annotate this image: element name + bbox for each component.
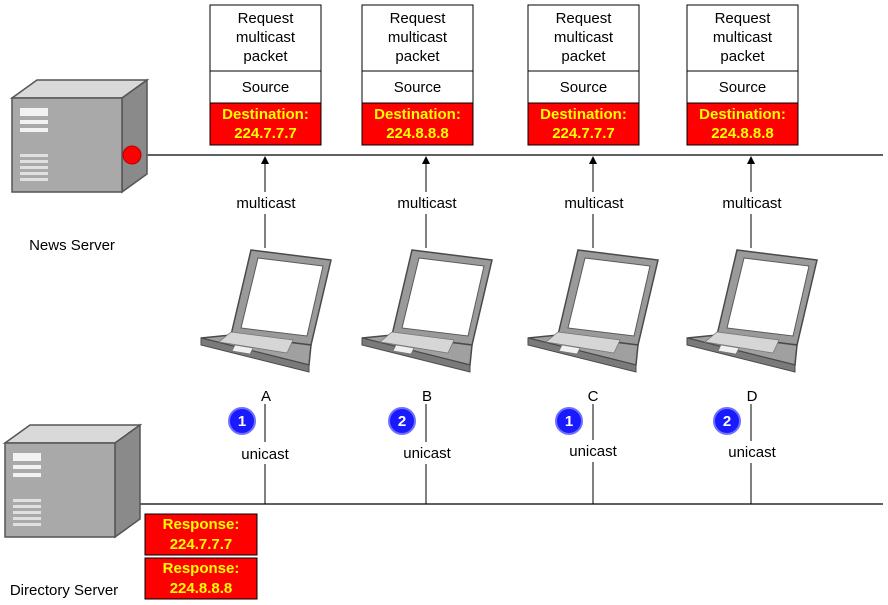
packet-d: Request multicast packet Source Destinat… [686,4,799,146]
laptop-b-icon [361,249,493,373]
packet-line1: Request [715,10,772,27]
packet-destination-label: Destination: [699,106,786,123]
packet-c: Request multicast packet Source Destinat… [527,4,640,146]
step-badge-c: 1 [555,407,583,435]
step-number: 2 [723,413,731,430]
response-box-2: Response: 224.8.8.8 [144,557,258,600]
packet-destination-label: Destination: [222,106,309,123]
laptop-d-icon [686,249,818,373]
multicast-label-d: multicast [722,195,782,212]
client-label-d: D [747,388,758,405]
packet-b: Request multicast packet Source Destinat… [361,4,474,146]
packet-source: Source [242,79,290,96]
multicast-label-a: multicast [236,195,296,212]
packet-line3: packet [243,48,288,65]
packet-line3: packet [395,48,440,65]
packet-line2: multicast [388,29,448,46]
step-badge-a: 1 [228,407,256,435]
step-number: 1 [565,413,573,430]
step-number: 2 [398,413,406,430]
response-box-1: Response: 224.7.7.7 [144,513,258,556]
news-server-icon [11,79,148,193]
response-label: Response: [163,516,240,533]
response-ip: 224.7.7.7 [170,536,233,553]
multicast-label-c: multicast [564,195,624,212]
news-server-interface-dot [122,145,142,165]
step-badge-d: 2 [713,407,741,435]
packet-destination-label: Destination: [374,106,461,123]
step-badge-b: 2 [388,407,416,435]
packet-source: Source [394,79,442,96]
packet-source: Source [560,79,608,96]
packet-destination-ip: 224.8.8.8 [386,125,449,142]
laptop-a-icon [200,249,332,373]
news-server-label: News Server [29,237,115,254]
packet-destination-ip: 224.8.8.8 [711,125,774,142]
packet-line1: Request [390,10,447,27]
packet-destination-label: Destination: [540,106,627,123]
packet-line3: packet [720,48,765,65]
client-label-a: A [261,388,271,405]
packet-line3: packet [561,48,606,65]
packet-line1: Request [238,10,295,27]
packet-line2: multicast [554,29,614,46]
response-label: Response: [163,560,240,577]
client-label-b: B [422,388,432,405]
packet-source: Source [719,79,767,96]
directory-server-label: Directory Server [10,582,118,599]
packet-line1: Request [556,10,613,27]
response-ip: 224.8.8.8 [170,580,233,597]
packet-a: Request multicast packet Source Destinat… [209,4,322,146]
directory-server-icon [4,424,141,538]
packet-line2: multicast [236,29,296,46]
step-number: 1 [238,413,246,430]
unicast-label-c: unicast [569,443,617,460]
packet-destination-ip: 224.7.7.7 [234,125,297,142]
unicast-label-d: unicast [728,444,776,461]
packet-line2: multicast [713,29,773,46]
laptop-c-icon [527,249,659,373]
unicast-label-a: unicast [241,446,289,463]
multicast-label-b: multicast [397,195,457,212]
unicast-label-b: unicast [403,445,451,462]
client-label-c: C [588,388,599,405]
packet-destination-ip: 224.7.7.7 [552,125,615,142]
